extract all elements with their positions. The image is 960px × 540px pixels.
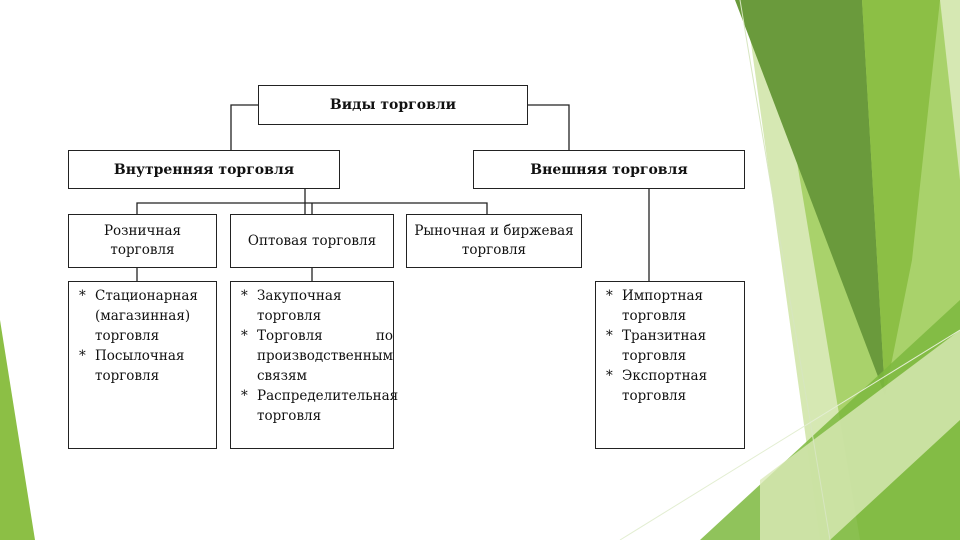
list-item-text: Транзитная торговля [622, 328, 707, 364]
list-item-text: Экспортная торговля [622, 368, 708, 404]
bullet-mark: * [79, 348, 86, 364]
decor-shape-bright [862, 0, 940, 395]
list-item-text: Торговля по производственным связям [257, 328, 394, 384]
bullet-mark: * [606, 328, 613, 344]
wholesale-types-list: * Закупочная торговля * Торговля по произв… [230, 281, 398, 449]
list-item-text: Посылочная торговля [95, 348, 185, 384]
internal-trade-node: Внутренняя торговля [68, 150, 340, 189]
bullet-mark: * [241, 388, 248, 404]
decor-thin-line [619, 329, 960, 540]
retail-types-list: * Стационарная (магазинная) торговля * Пос… [68, 281, 217, 449]
retail-trade-node: Розничная торговля [68, 214, 217, 268]
list-item: * Закупочная торговля [241, 286, 385, 326]
decor-left-triangle [0, 320, 35, 540]
decor-shape-dark [735, 0, 885, 395]
list-item-text: Закупочная торговля [257, 288, 342, 324]
market-exchange-trade-label: Рыночная и биржевая торговля [414, 223, 574, 258]
internal-trade-label: Внутренняя торговля [113, 161, 295, 178]
list-item: * Посылочная торговля [79, 346, 208, 386]
external-trade-label: Внешняя торговля [530, 161, 688, 178]
decor-shape-pale [760, 330, 960, 540]
list-item: * Стационарная (магазинная) торговля [79, 286, 208, 346]
list-item: * Торговля по производственным связям [241, 326, 393, 386]
connector-root-internal [230, 104, 258, 150]
retail-trade-label: Розничная торговля [103, 223, 182, 258]
decor-thin-line [739, 0, 831, 540]
list-item-text: Стационарная (магазинная) торговля [95, 288, 198, 344]
list-item: * Экспортная торговля [606, 366, 736, 406]
bullet-mark: * [241, 328, 248, 344]
root-node: Виды торговли [258, 85, 528, 125]
connector-root-external [528, 104, 570, 150]
bullet-mark: * [79, 288, 86, 304]
external-types-list: * Импортная торговля * Транзитная торговля… [595, 281, 745, 449]
wholesale-trade-node: Оптовая торговля [230, 214, 394, 268]
list-item: * Импортная торговля [606, 286, 736, 326]
wholesale-trade-label: Оптовая торговля [247, 232, 377, 249]
market-exchange-trade-node: Рыночная и биржевая торговля [406, 214, 582, 268]
root-label: Виды торговли [329, 97, 457, 113]
bullet-mark: * [241, 288, 248, 304]
bullet-mark: * [606, 288, 613, 304]
external-trade-node: Внешняя торговля [473, 150, 745, 189]
list-item-text: Распределительная торговля [257, 388, 399, 424]
list-item: * Распределительная торговля [241, 386, 398, 426]
list-item: * Транзитная торговля [606, 326, 736, 366]
bullet-mark: * [606, 368, 613, 384]
list-item-text: Импортная торговля [622, 288, 704, 324]
